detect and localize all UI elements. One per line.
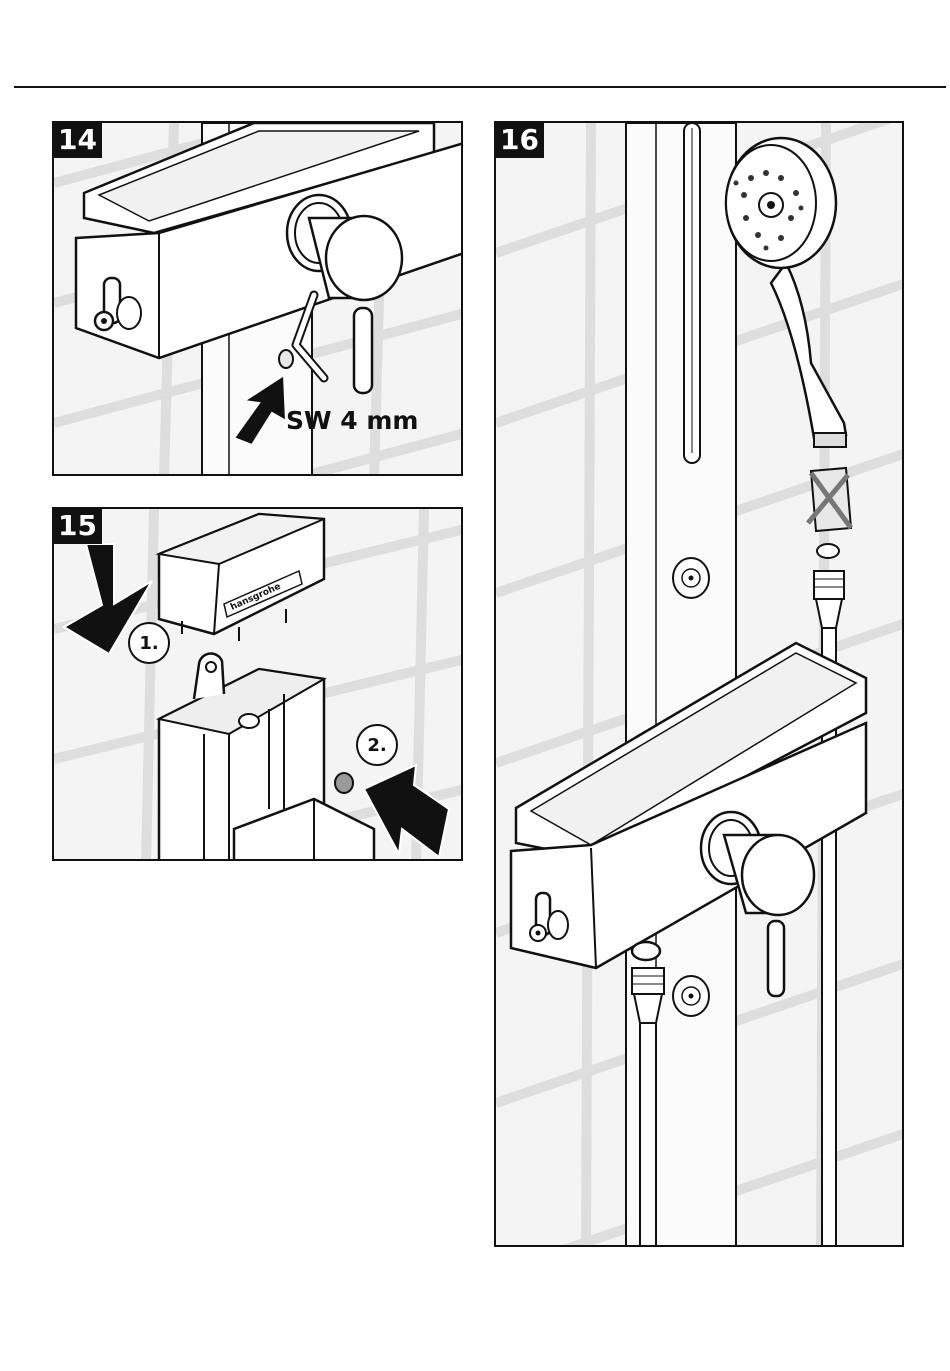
callout-2-badge: 2. <box>356 724 398 766</box>
step-number: 16 <box>496 123 544 158</box>
step-16-panel: 16 <box>494 121 904 1247</box>
left-arrow-icon <box>364 765 449 857</box>
grub-screw-icon <box>279 350 293 368</box>
callout-1-badge: 1. <box>128 622 170 664</box>
step-number: 14 <box>54 123 102 158</box>
step-number: 15 <box>54 509 102 544</box>
seal-washer-icon <box>817 544 839 558</box>
step-16-illustration <box>496 123 904 1247</box>
flow-restrictor-crossed-icon <box>808 468 851 531</box>
step-15-illustration: hansgrohe <box>54 509 463 861</box>
step-15-panel: hansgrohe 15 1. 2. <box>52 507 463 861</box>
body-jet-icon <box>673 558 709 598</box>
step-14-panel: 14 SW 4 mm <box>52 121 463 476</box>
header-rule <box>14 86 946 88</box>
cover-cap: hansgrohe <box>159 514 324 641</box>
body-jet-icon <box>673 976 709 1016</box>
grub-screw-icon <box>335 773 353 793</box>
seal-ring-icon <box>632 942 660 960</box>
tool-size-label: SW 4 mm <box>286 406 418 435</box>
